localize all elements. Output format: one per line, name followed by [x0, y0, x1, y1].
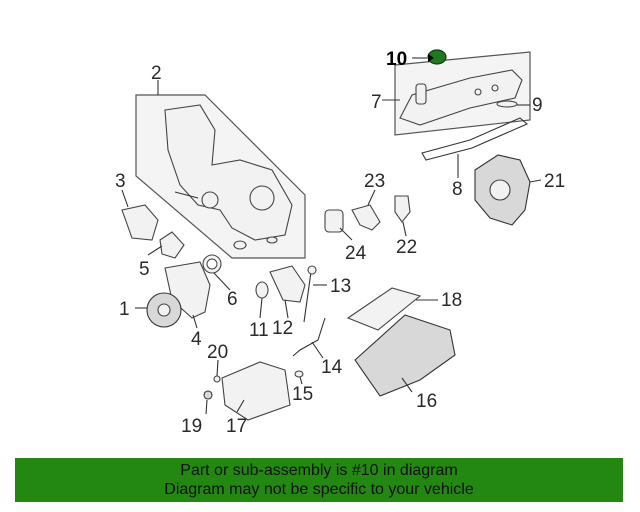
valve-cover-bolt [491, 84, 499, 92]
banner-line-2: Diagram may not be specific to your vehi… [164, 481, 474, 498]
callout-13: 13 [330, 276, 351, 297]
callout-15: 15 [292, 384, 313, 405]
callout-2: 2 [151, 63, 162, 84]
timing-cover-hole [249, 185, 275, 211]
dipstick-13-handle [307, 265, 317, 275]
dowel-pin [174, 191, 199, 199]
o-ring-15 [294, 370, 304, 378]
crank-pulley-hub [157, 303, 171, 317]
callout-6: 6 [227, 289, 238, 310]
gasket-5 [159, 231, 185, 259]
housing-21-bore [489, 179, 511, 201]
banner-line-1: Part or sub-assembly is #10 in diagram [180, 462, 458, 479]
lower-oil-pan [221, 361, 291, 421]
callout-8: 8 [452, 179, 463, 200]
dipstick-13 [303, 271, 312, 323]
part-23 [351, 204, 381, 231]
seal-6-inner [206, 258, 218, 270]
callout-18: 18 [441, 290, 462, 311]
upper-oil-pan [354, 314, 456, 397]
callout-1: 1 [119, 299, 130, 320]
callout-17: 17 [226, 416, 247, 437]
oil-pickup-tube [292, 317, 326, 357]
callout-22: 22 [396, 237, 417, 258]
callout-16: 16 [416, 391, 437, 412]
callout-10-arrowhead [428, 54, 434, 62]
seal-11 [255, 281, 269, 299]
callout-5: 5 [139, 259, 150, 280]
callout-11: 11 [249, 320, 269, 341]
leader-lines [121, 80, 542, 415]
gasket-9 [496, 100, 518, 108]
timing-cover-hole [201, 191, 219, 209]
gasket-18 [346, 287, 422, 331]
callout-19: 19 [181, 416, 202, 437]
callout-labels: 1 2 3 4 5 6 7 8 9 10 11 12 13 14 15 16 1… [115, 49, 565, 437]
cover-3 [121, 204, 159, 241]
oil-filler-neck [415, 83, 427, 105]
callout-14: 14 [321, 357, 343, 378]
valve-cover [399, 69, 523, 126]
valve-cover-bolt [474, 88, 482, 96]
callout-4: 4 [191, 329, 202, 350]
washer-20 [213, 375, 221, 383]
cover-12 [269, 265, 306, 303]
drain-plug-19 [203, 390, 213, 400]
seal-ring [233, 240, 247, 250]
callout-10: 10 [386, 49, 407, 70]
callout-20: 20 [207, 342, 228, 363]
callout-21: 21 [544, 171, 565, 192]
callout-12: 12 [272, 318, 293, 339]
info-banner: Part or sub-assembly is #10 in diagram D… [15, 458, 623, 502]
seal-ring [266, 236, 278, 244]
callout-23: 23 [364, 171, 385, 192]
sensor-22 [394, 195, 411, 223]
parts-diagram: 1 2 3 4 5 6 7 8 9 10 11 12 13 14 15 16 1… [115, 49, 565, 437]
callout-9: 9 [532, 95, 543, 116]
valve-cover-gasket [421, 117, 529, 161]
callout-24: 24 [345, 243, 367, 264]
callout-7: 7 [371, 92, 382, 113]
oil-filter-24 [324, 209, 344, 233]
callout-3: 3 [115, 171, 126, 192]
